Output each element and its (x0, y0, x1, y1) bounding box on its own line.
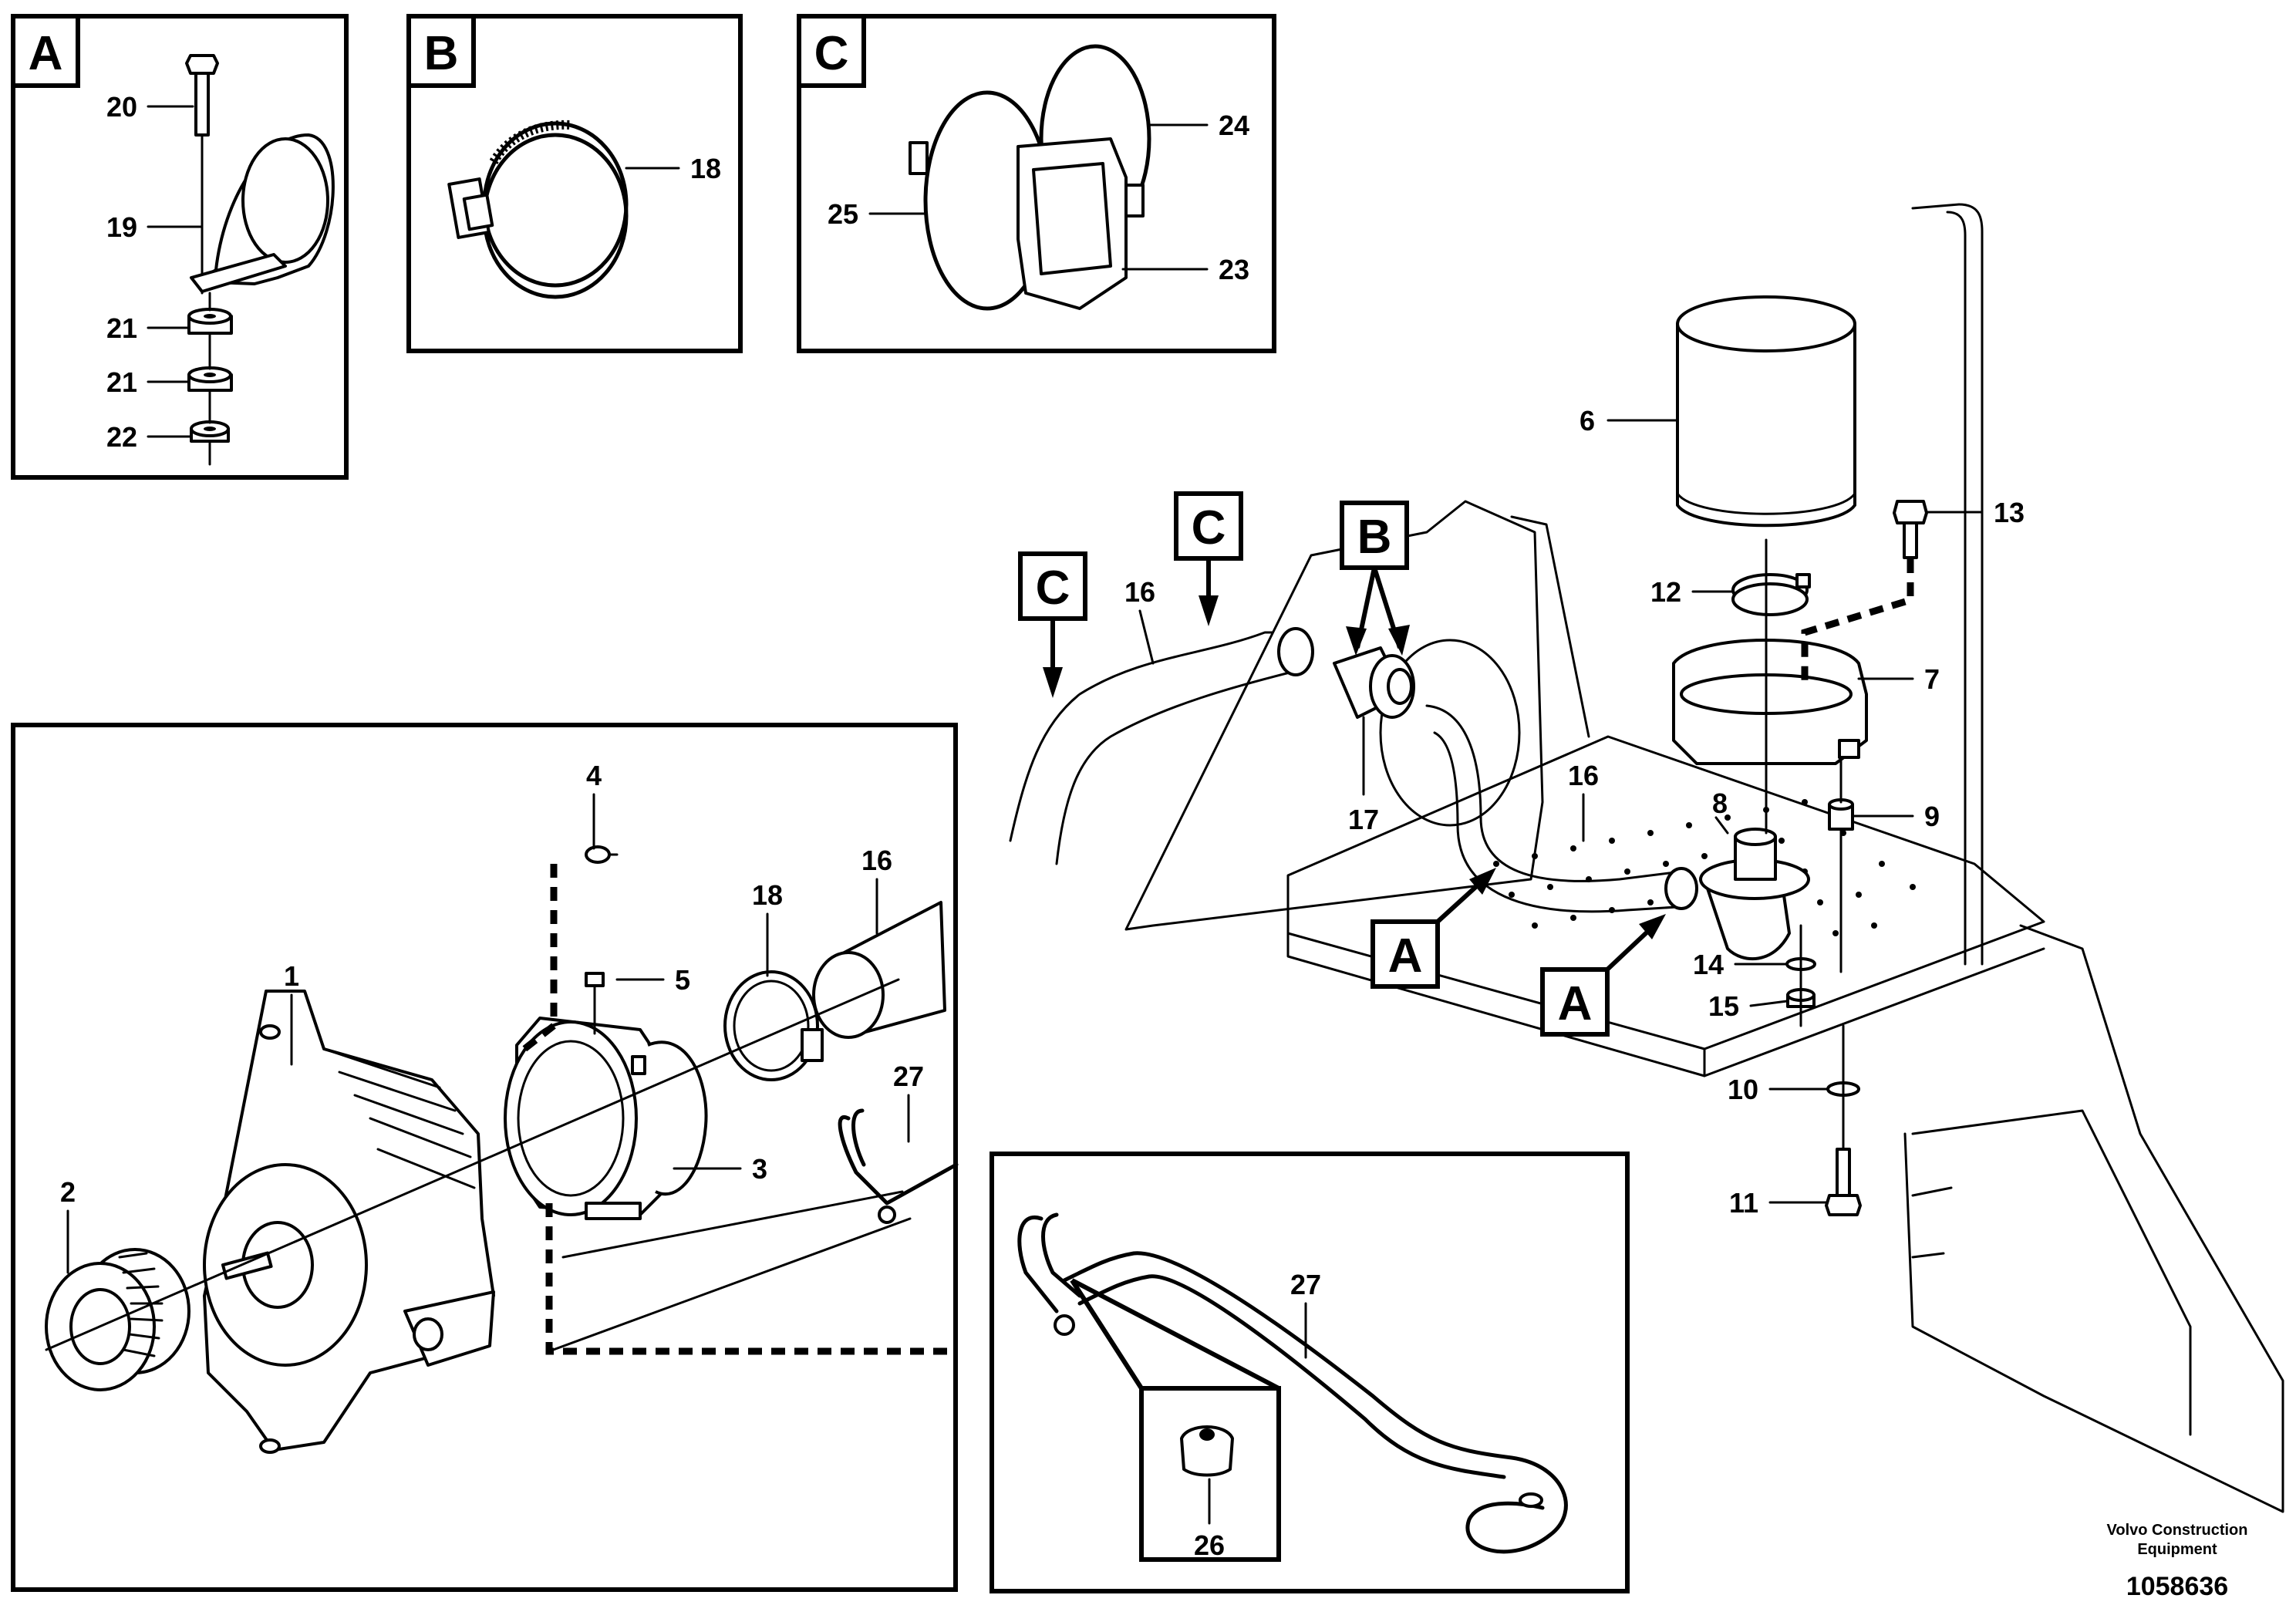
svg-text:C: C (1036, 561, 1070, 615)
footer: Volvo Construction Equipment 1058636 (2107, 1522, 2248, 1601)
alternator-detail: 1 2 3 4 5 18 16 27 (11, 723, 959, 1592)
callout-16: 16 (1568, 760, 1599, 791)
inset-a: A (11, 14, 349, 480)
view-marker-a-right: A (1540, 914, 1666, 1037)
main-assembly: 6 7 8 9 10 11 12 13 14 15 16 16 17 C C B (1009, 203, 2284, 1513)
callout-10: 10 (1728, 1074, 1758, 1105)
callout-16: 16 (861, 845, 892, 876)
brand-line-1: Volvo Construction (2107, 1522, 2248, 1539)
callout-9: 9 (1924, 801, 1940, 832)
callout-12: 12 (1650, 576, 1681, 608)
spacer-icon (1828, 798, 1854, 831)
callout-8: 8 (1712, 787, 1728, 819)
callout-14: 14 (1693, 949, 1724, 980)
nut-icon (190, 420, 230, 466)
sleeve-icon (1333, 646, 1415, 719)
wire-harness-icon (1017, 1212, 1568, 1554)
air-filter-icon (1676, 295, 1856, 528)
drawing-number: 1058636 (2126, 1572, 2228, 1601)
callout-1: 1 (284, 960, 299, 992)
callout-3: 3 (752, 1153, 767, 1185)
callout-27: 27 (1290, 1269, 1321, 1300)
view-marker-a-left: A (1371, 868, 1496, 989)
inset-c: C 24 23 25 (797, 14, 1276, 353)
callout-27: 27 (893, 1061, 924, 1092)
svg-text:B: B (1357, 511, 1392, 564)
callout-2: 2 (60, 1176, 76, 1208)
callout-6: 6 (1580, 405, 1595, 437)
cable-tie-clamp-icon (909, 44, 1151, 311)
rear-cover-icon (504, 1017, 708, 1220)
callout-16: 16 (1124, 576, 1155, 608)
callout-13: 13 (1994, 497, 2025, 528)
callout-19: 19 (106, 211, 137, 243)
view-marker-c-right: C (1174, 491, 1243, 626)
screw-icon (585, 972, 605, 1035)
spacer-icon (187, 366, 233, 392)
filter-guard-icon (1672, 639, 1868, 765)
callout-4: 4 (586, 760, 602, 791)
hose-clamp-icon (447, 120, 629, 299)
svg-text:A: A (1558, 977, 1593, 1030)
view-marker-b: B (1340, 501, 1410, 656)
callout-24: 24 (1219, 110, 1249, 141)
hose-icon (1009, 627, 1314, 865)
inset-label-a: A (29, 27, 63, 80)
callout-21: 21 (106, 312, 137, 344)
callout-22: 22 (106, 421, 137, 453)
elbow-icon (1699, 828, 1810, 960)
washer-icon (585, 845, 619, 864)
callout-11: 11 (1729, 1187, 1758, 1219)
hose-clamp-icon (723, 970, 824, 1081)
alternator-icon (203, 990, 495, 1454)
grommet-icon (1180, 1425, 1234, 1477)
svg-text:C: C (1192, 501, 1226, 555)
view-marker-c-left: C (1018, 551, 1087, 698)
bolt-icon (185, 54, 219, 295)
callout-5: 5 (675, 964, 690, 996)
spacer-icon (187, 308, 233, 335)
callout-18: 18 (690, 153, 721, 184)
hose-clamp-icon (1731, 573, 1811, 616)
callout-23: 23 (1219, 254, 1249, 285)
callout-15: 15 (1708, 990, 1739, 1022)
callout-25: 25 (828, 198, 858, 230)
inset-label-c: C (814, 27, 849, 80)
callout-7: 7 (1924, 663, 1940, 695)
svg-text:A: A (1388, 929, 1423, 983)
callout-20: 20 (106, 91, 137, 123)
callout-17: 17 (1348, 804, 1379, 835)
callout-26: 26 (1194, 1529, 1225, 1561)
callout-18: 18 (752, 879, 783, 911)
p-clamp-icon (190, 133, 335, 293)
hose-icon (812, 901, 946, 1039)
bolt-icon (1825, 1148, 1862, 1216)
inset-label-b: B (424, 27, 459, 80)
callout-21: 21 (106, 366, 137, 398)
wire-harness-icon (838, 1108, 959, 1224)
bolt-icon (1893, 500, 1928, 559)
wire-harness-detail: 26 27 (990, 1152, 1630, 1593)
brand-line-2: Equipment (2137, 1541, 2217, 1558)
inset-b: B 18 (406, 14, 743, 353)
hose-icon (1425, 704, 1698, 913)
